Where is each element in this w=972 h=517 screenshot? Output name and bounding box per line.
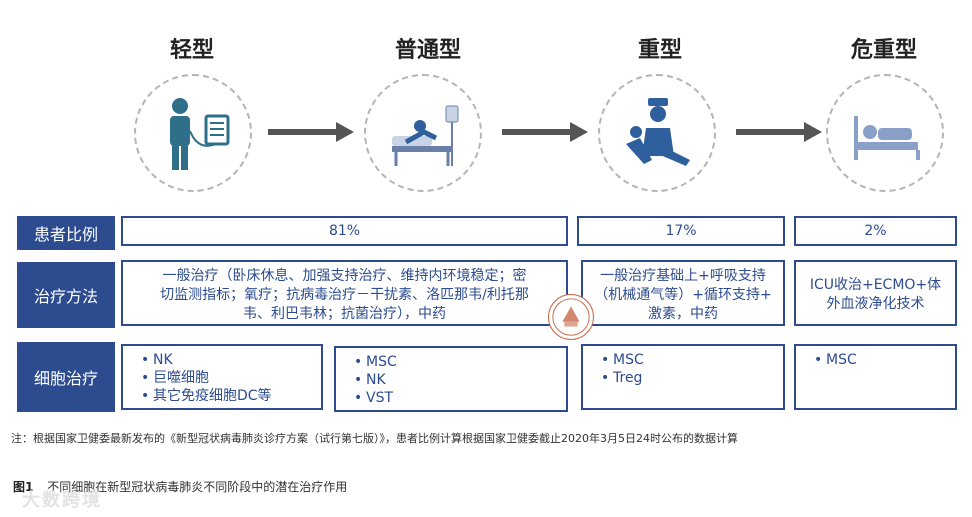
stage-title-critical: 危重型 [850, 38, 917, 63]
figure-number: 图1 [13, 480, 34, 494]
treatment-critical: ICU收治+ECMO+体 外血液净化技术 [794, 260, 957, 326]
cell-severe: MSC Treg [581, 344, 785, 410]
list-item: NK [354, 371, 558, 389]
row-label-ratio: 患者比例 [17, 216, 115, 250]
treatment-line: 一般治疗基础上+呼吸支持 [600, 268, 766, 284]
list-item: MSC [354, 353, 558, 371]
cell-common: MSC NK VST [334, 346, 568, 412]
ratio-mild-common: 81% [121, 216, 568, 246]
severe-medical-team-icon [598, 74, 716, 192]
stage-title-mild: 轻型 [169, 38, 214, 63]
figure-caption: 图1 不同细胞在新型冠状病毒肺炎不同阶段中的潜在治疗作用 [13, 478, 347, 495]
treatment-line: （机械通气等）+循环支持+ [594, 287, 772, 303]
list-item: MSC [601, 351, 775, 369]
list-item: MSC [814, 351, 947, 369]
stage-title-severe: 重型 [637, 38, 682, 63]
row-label-treatment: 治疗方法 [17, 262, 115, 328]
cell-mild: NK 巨噬细胞 其它免疫细胞DC等 [121, 344, 323, 410]
treatment-line: 激素，中药 [648, 306, 718, 322]
seal-logo-icon [548, 294, 594, 340]
list-item: NK [141, 351, 313, 369]
treatment-line: 外血液净化技术 [826, 296, 925, 312]
ratio-severe: 17% [577, 216, 785, 246]
cell-critical: MSC [794, 344, 957, 410]
treatment-line: 切监测指标；氧疗；抗病毒治疗－干扰素、洛匹那韦/利托那 [160, 287, 529, 303]
ratio-critical: 2% [794, 216, 957, 246]
mild-patient-icon [134, 74, 252, 192]
list-item: VST [354, 389, 558, 407]
arrow-icon [268, 122, 354, 142]
figure-caption-text: 不同细胞在新型冠状病毒肺炎不同阶段中的潜在治疗作用 [47, 480, 348, 494]
treatment-line: ICU收治+ECMO+体 [809, 277, 942, 293]
row-label-cell: 细胞治疗 [17, 342, 115, 412]
footnote: 注：根据国家卫健委最新发布的《新型冠状病毒肺炎诊疗方案（试行第七版）》，患者比例… [11, 432, 738, 445]
treatment-line: 一般治疗（卧床休息、加强支持治疗、维持内环境稳定；密 [162, 268, 527, 284]
treatment-mild-common: 一般治疗（卧床休息、加强支持治疗、维持内环境稳定；密 切监测指标；氧疗；抗病毒治… [121, 260, 568, 326]
list-item: 其它免疫细胞DC等 [141, 387, 313, 405]
treatment-line: 韦、利巴韦林；抗菌治疗），中药 [243, 306, 446, 322]
watermark-logo: 大数跨境 [22, 490, 102, 511]
common-patient-bed-icon [364, 74, 482, 192]
critical-icu-bed-icon [826, 74, 944, 192]
arrow-icon [736, 122, 822, 142]
arrow-icon [502, 122, 588, 142]
list-item: 巨噬细胞 [141, 369, 313, 387]
list-item: Treg [601, 369, 775, 387]
stage-title-common: 普通型 [394, 38, 461, 63]
treatment-severe: 一般治疗基础上+呼吸支持 （机械通气等）+循环支持+ 激素，中药 [581, 260, 785, 326]
